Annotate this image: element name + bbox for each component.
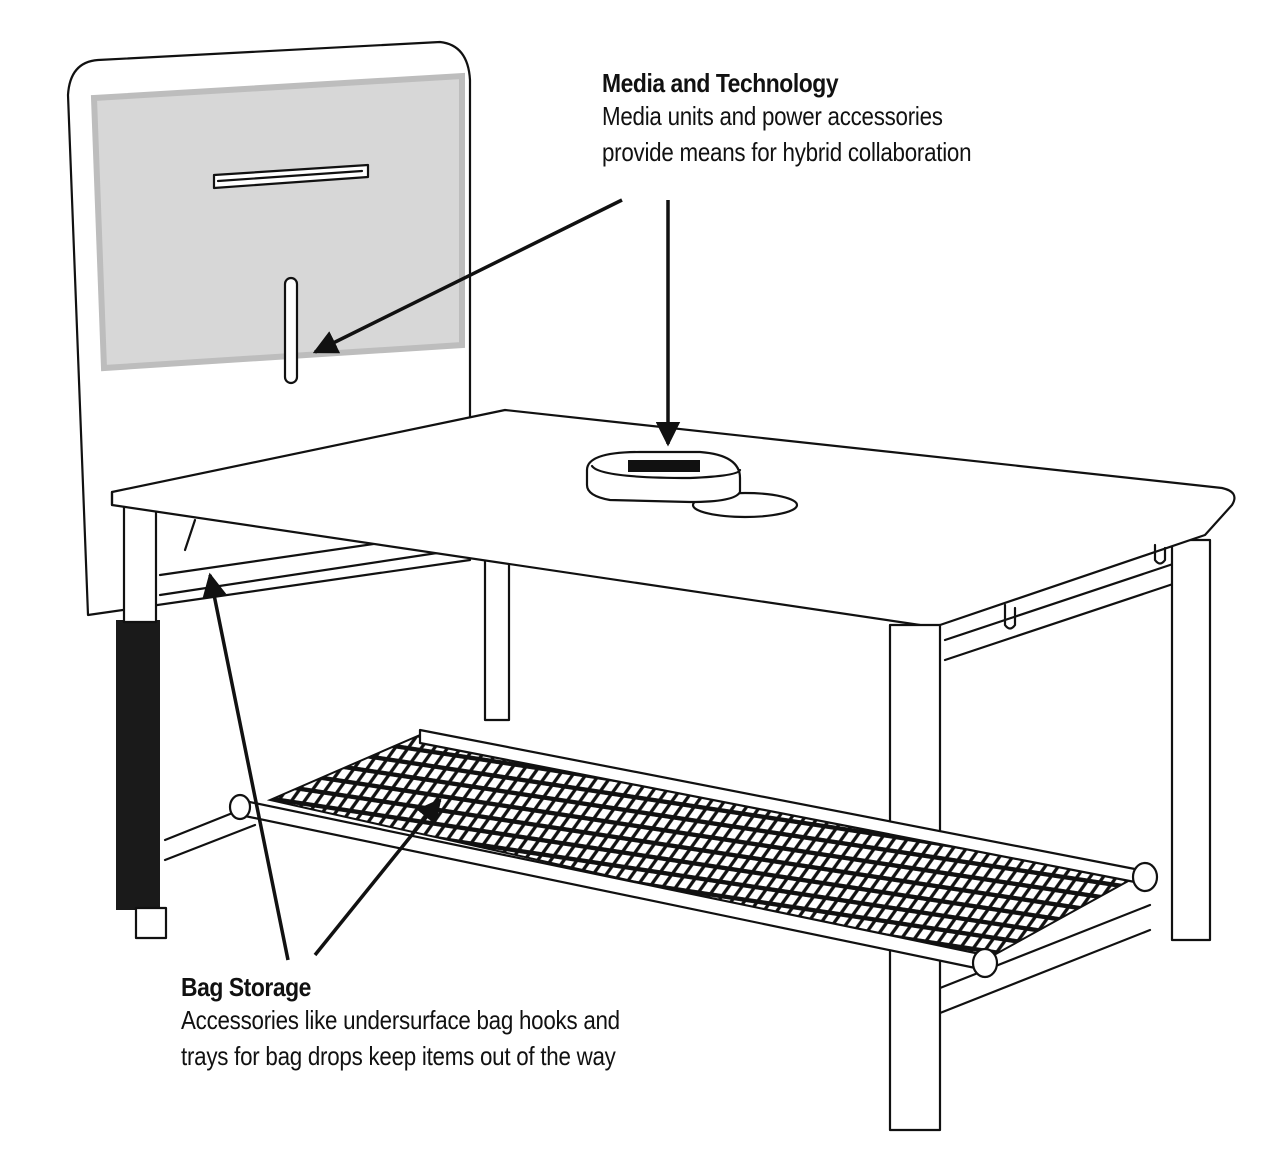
left-leg [116, 498, 168, 940]
bag-hooks [183, 518, 1167, 630]
callout-arrows [202, 198, 681, 961]
bag-arrow-tray [313, 798, 442, 957]
bag-arrow-hook [202, 572, 290, 961]
bag-tray [228, 728, 1159, 979]
power-unit [585, 450, 799, 519]
media-technology-callout: Media and Technology Media units and pow… [602, 68, 1031, 170]
media-technology-line-1: Media units and power accessories [602, 101, 943, 131]
bag-storage-callout: Bag Storage Accessories like undersurfac… [181, 972, 691, 1074]
media-technology-line-2: provide means for hybrid collaboration [602, 137, 972, 167]
bag-storage-title: Bag Storage [181, 972, 311, 1002]
bag-storage-line-2: trays for bag drops keep items out of th… [181, 1041, 616, 1071]
table-frame [158, 528, 1212, 1017]
media-arrow-panel [312, 198, 623, 354]
bag-storage-line-1: Accessories like undersurface bag hooks … [181, 1005, 620, 1035]
panel-fabric [90, 72, 465, 372]
panel-cable-slot [283, 276, 299, 385]
panel-rail [212, 163, 370, 190]
media-technology-title: Media and Technology [602, 68, 839, 98]
privacy-panel [66, 40, 472, 617]
